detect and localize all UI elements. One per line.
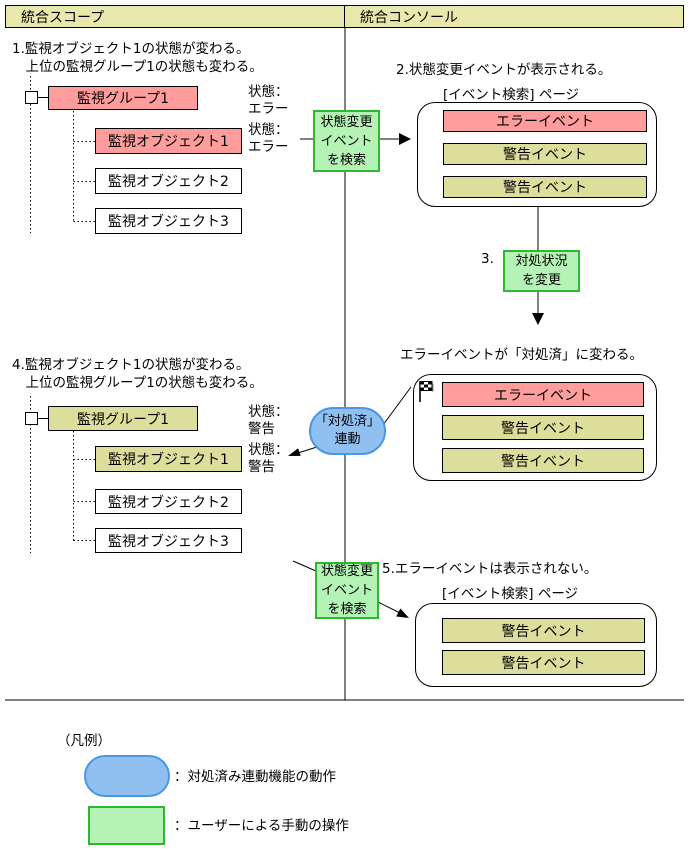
header-scope-label: 統合スコープ <box>21 9 105 26</box>
linkage-to-panel-line <box>382 386 412 426</box>
event-row-error[interactable]: エラーイベント <box>443 110 647 132</box>
event-row-warning[interactable]: 警告イベント <box>443 143 647 165</box>
legend-linkage-desc: ：対処済み連動機能の動作 <box>174 769 336 785</box>
tree4-object3-box[interactable]: 監視オブジェクト3 <box>95 528 242 553</box>
step1-object-status: 状態： エラー <box>248 122 289 155</box>
tree1-group-label: 監視グループ1 <box>76 91 170 107</box>
change-action-status-box: 対処状況 を変更 <box>503 250 580 292</box>
arrow-down-step3 <box>532 313 544 325</box>
legend-manual-shape <box>88 806 165 845</box>
tree4-object3-label: 監視オブジェクト3 <box>108 533 229 550</box>
header-cell-console: 統合コンソール <box>344 5 684 28</box>
step4-object-status: 状態： 警告 <box>248 442 289 475</box>
event-label: 警告イベント <box>501 623 586 640</box>
tree1-group-box[interactable]: 監視グループ1 <box>48 86 198 110</box>
arrow-into-status4 <box>288 448 301 456</box>
event-row-warning[interactable]: 警告イベント <box>443 176 647 198</box>
step1-note: 1.監視オブジェクト1の状態が変わる。 上位の監視グループ1の状態も変わる。 <box>12 41 263 75</box>
event-label: 警告イベント <box>501 655 586 672</box>
legend-linkage-shape <box>84 755 170 797</box>
tree4-node-square[interactable] <box>25 412 38 425</box>
legend-title: （凡例） <box>57 733 111 749</box>
event-label: 警告イベント <box>503 147 587 163</box>
step3-result-note: エラーイベントが「対処済」に変わる。 <box>400 347 643 363</box>
step5-note: 5.エラーイベントは表示されない。 <box>382 561 598 577</box>
tree1-object3-box[interactable]: 監視オブジェクト3 <box>95 208 242 234</box>
processed-linkage-ellipse: 「対処済」 連動 <box>309 407 386 455</box>
legend-manual-desc: ：ユーザーによる手動の操作 <box>174 818 349 834</box>
step2-page-title: [イベント検索] ページ <box>443 87 580 103</box>
search-event-action-box-1: 状態変更 イベント を検索 <box>313 110 380 172</box>
step4-group-status: 状態： 警告 <box>248 404 289 437</box>
event-label: エラーイベント <box>494 387 592 404</box>
arrow-into-page5 <box>396 608 409 618</box>
tree4-object2-label: 監視オブジェクト2 <box>108 494 229 511</box>
tree4-object1-label: 監視オブジェクト1 <box>108 452 229 468</box>
tree1-object1-label: 監視オブジェクト1 <box>108 134 229 150</box>
tree4-object1-box[interactable]: 監視オブジェクト1 <box>95 446 242 472</box>
step1-group-status: 状態： エラー <box>248 84 289 117</box>
search-event-action-box-2: 状態変更 イベント を検索 <box>315 562 379 619</box>
event-label: 警告イベント <box>501 420 585 437</box>
event-row-warning[interactable]: 警告イベント <box>442 650 645 675</box>
event-label: 警告イベント <box>501 453 585 470</box>
step3-number: 3. <box>481 251 494 267</box>
event-row-warning[interactable]: 警告イベント <box>442 448 644 473</box>
event-label: 警告イベント <box>503 180 587 196</box>
step5-page-title: [イベント検索] ページ <box>442 586 579 602</box>
arrow-into-page1 <box>399 133 411 145</box>
event-label: エラーイベント <box>496 114 594 130</box>
step2-note: 2.状態変更イベントが表示される。 <box>396 62 612 78</box>
header-cell-scope: 統合スコープ <box>5 5 345 28</box>
tree4-object2-box[interactable]: 監視オブジェクト2 <box>95 489 242 514</box>
tree1-object3-label: 監視オブジェクト3 <box>108 214 229 230</box>
tree1-object1-box[interactable]: 監視オブジェクト1 <box>95 128 242 154</box>
event-row-error[interactable]: エラーイベント <box>442 382 644 407</box>
event-row-warning[interactable]: 警告イベント <box>442 415 644 440</box>
event-row-warning[interactable]: 警告イベント <box>442 618 645 643</box>
tree4-group-label: 監視グループ1 <box>76 411 170 428</box>
header-console-label: 統合コンソール <box>360 9 458 26</box>
tree4-group-box[interactable]: 監視グループ1 <box>48 406 198 431</box>
tree1-object2-box[interactable]: 監視オブジェクト2 <box>95 168 242 194</box>
tree1-object2-label: 監視オブジェクト2 <box>108 174 229 190</box>
tree1-node-square[interactable] <box>25 91 38 104</box>
step4-note: 4.監視オブジェクト1の状態が変わる。 上位の監視グループ1の状態も変わる。 <box>12 357 263 391</box>
processed-flag-icon <box>419 381 434 402</box>
